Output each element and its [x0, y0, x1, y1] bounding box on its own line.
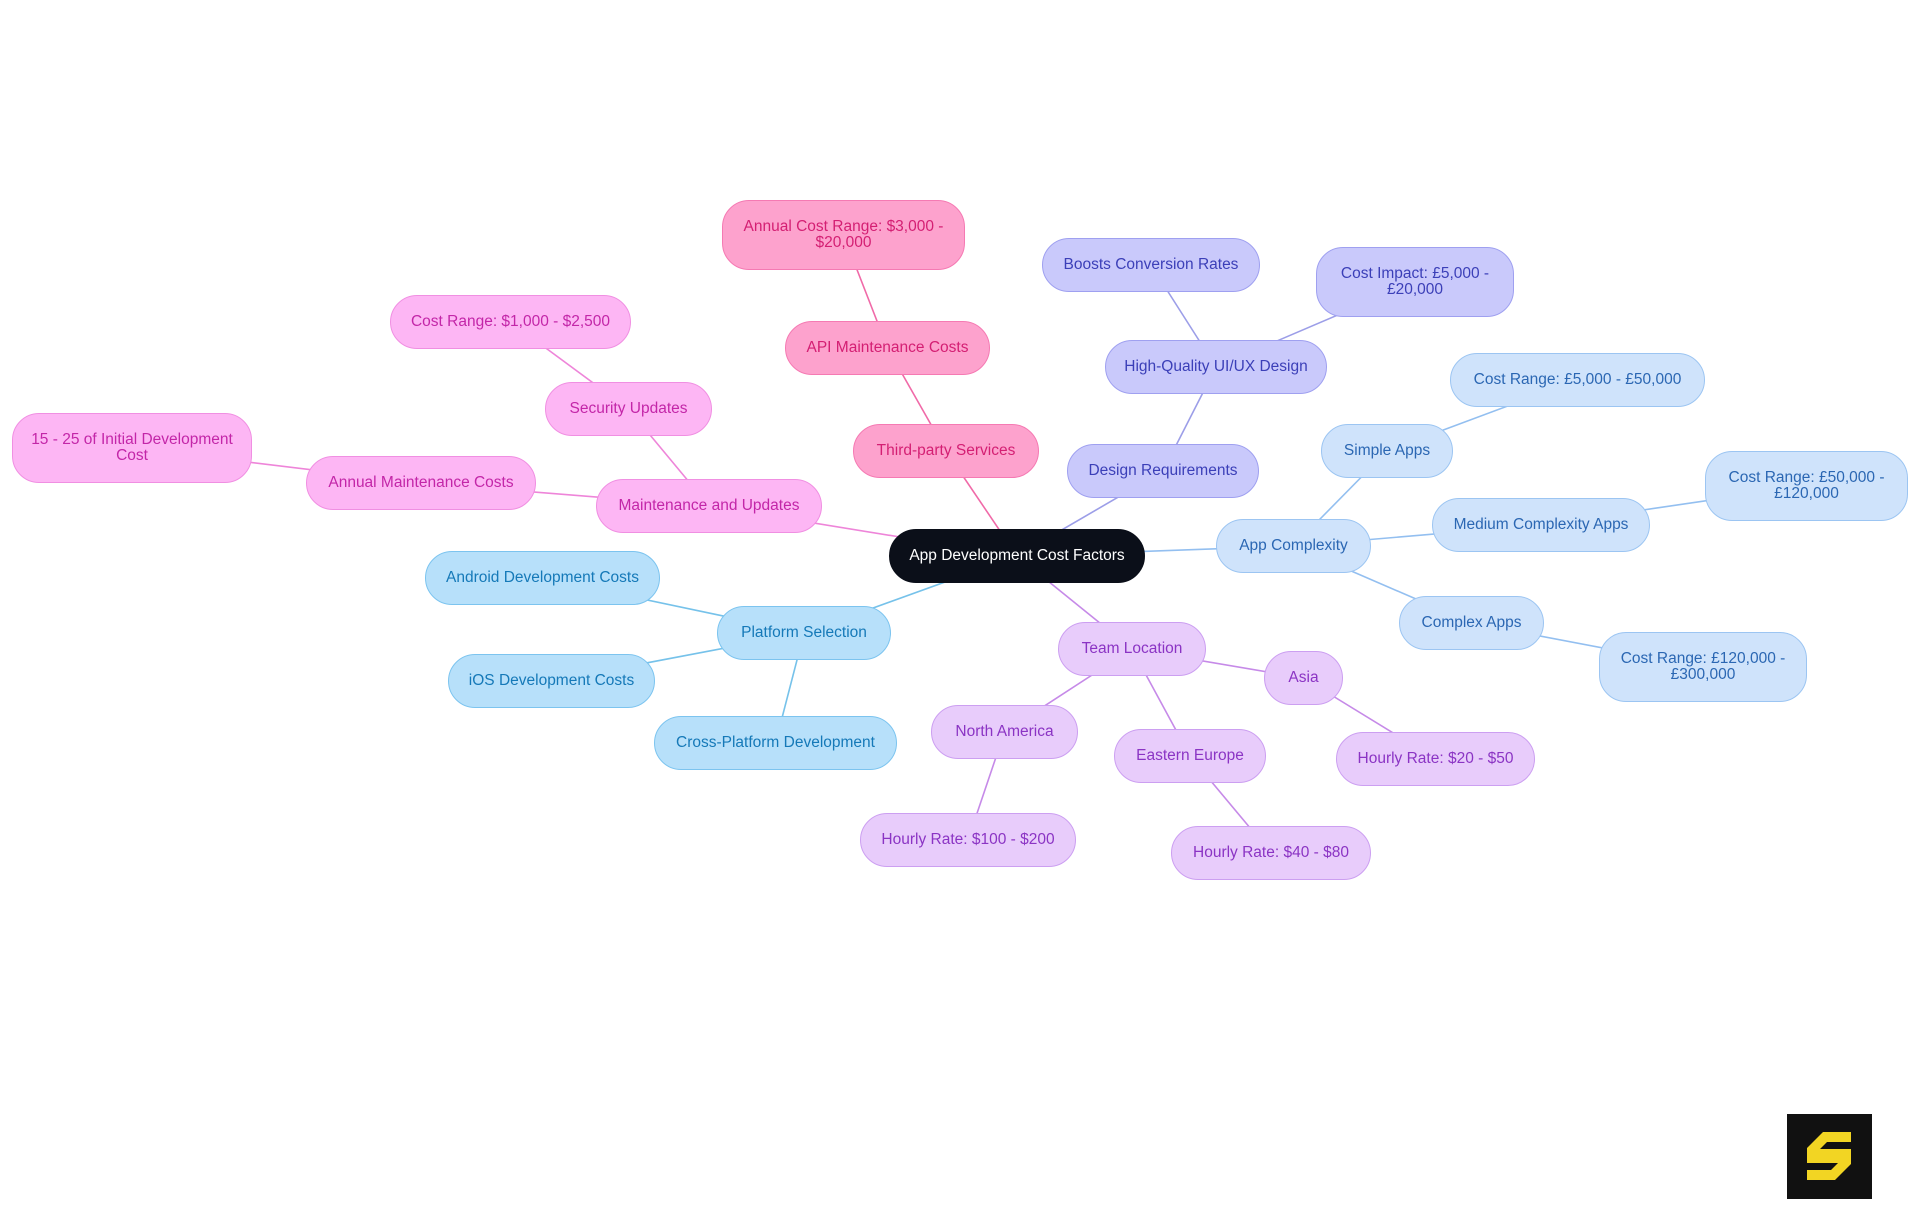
node-label: Third-party Services — [876, 442, 1016, 459]
node-label: Hourly Rate: $100 - $200 — [881, 831, 1055, 848]
s-logo-icon — [1807, 1132, 1851, 1180]
node-label: High-Quality UI/UX Design — [1124, 358, 1308, 375]
node-ios: iOS Development Costs — [448, 654, 655, 708]
node-label: Asia — [1288, 669, 1319, 686]
node-android: Android Development Costs — [425, 551, 660, 605]
node-annual: Annual Maintenance Costs — [306, 456, 536, 510]
node-cross: Cross-Platform Development — [654, 716, 897, 770]
node-complexity: App Complexity — [1216, 519, 1371, 573]
node-security: Security Updates — [545, 382, 712, 436]
node-namerica: North America — [931, 705, 1078, 759]
node-api: API Maintenance Costs — [785, 321, 990, 375]
node-label: Security Updates — [569, 400, 688, 417]
node-impact: Cost Impact: £5,000 - £20,000 — [1316, 247, 1514, 317]
node-label: Cost Impact: £5,000 - £20,000 — [1340, 265, 1490, 298]
node-eeurope: Eastern Europe — [1114, 729, 1266, 783]
node-label: Complex Apps — [1421, 614, 1522, 631]
node-security-cost: Cost Range: $1,000 - $2,500 — [390, 295, 631, 349]
node-label: iOS Development Costs — [468, 672, 635, 689]
node-eeurope-rate: Hourly Rate: $40 - $80 — [1171, 826, 1371, 880]
node-annual-pct: 15 - 25 of Initial Development Cost — [12, 413, 252, 483]
node-label: Team Location — [1081, 640, 1183, 657]
node-label: App Development Cost Factors — [909, 547, 1125, 564]
node-complex-cost: Cost Range: £120,000 - £300,000 — [1599, 632, 1807, 702]
node-label: Annual Maintenance Costs — [328, 474, 514, 491]
node-api-cost: Annual Cost Range: $3,000 - $20,000 — [722, 200, 965, 270]
node-label: Maintenance and Updates — [618, 497, 800, 514]
node-label: Cost Range: £50,000 - £120,000 — [1728, 469, 1885, 502]
node-location: Team Location — [1058, 622, 1206, 676]
node-simple-cost: Cost Range: £5,000 - £50,000 — [1450, 353, 1705, 407]
node-label: Hourly Rate: $20 - $50 — [1357, 750, 1514, 767]
node-label: App Complexity — [1239, 537, 1348, 554]
node-maintenance: Maintenance and Updates — [596, 479, 822, 533]
node-platform: Platform Selection — [717, 606, 891, 660]
node-simple: Simple Apps — [1321, 424, 1453, 478]
node-complex: Complex Apps — [1399, 596, 1544, 650]
node-label: API Maintenance Costs — [806, 339, 969, 356]
node-namerica-rate: Hourly Rate: $100 - $200 — [860, 813, 1076, 867]
node-label: Design Requirements — [1088, 462, 1238, 479]
node-label: Medium Complexity Apps — [1453, 516, 1629, 533]
node-label: North America — [955, 723, 1054, 740]
node-label: Cost Range: $1,000 - $2,500 — [410, 313, 611, 330]
node-label: 15 - 25 of Initial Development Cost — [31, 431, 233, 464]
node-asia: Asia — [1264, 651, 1343, 705]
node-boosts: Boosts Conversion Rates — [1042, 238, 1260, 292]
node-medium: Medium Complexity Apps — [1432, 498, 1650, 552]
node-medium-cost: Cost Range: £50,000 - £120,000 — [1705, 451, 1908, 521]
node-label: Boosts Conversion Rates — [1063, 256, 1239, 273]
node-label: Android Development Costs — [446, 569, 639, 586]
node-design: Design Requirements — [1067, 444, 1259, 498]
node-label: Cost Range: £120,000 - £300,000 — [1620, 650, 1786, 683]
brand-logo — [1787, 1114, 1872, 1199]
node-label: Cross-Platform Development — [676, 734, 875, 751]
node-root: App Development Cost Factors — [889, 529, 1145, 583]
node-asia-rate: Hourly Rate: $20 - $50 — [1336, 732, 1535, 786]
node-thirdparty: Third-party Services — [853, 424, 1039, 478]
node-label: Platform Selection — [741, 624, 867, 641]
node-uiux: High-Quality UI/UX Design — [1105, 340, 1327, 394]
node-label: Cost Range: £5,000 - £50,000 — [1473, 371, 1682, 388]
node-label: Eastern Europe — [1136, 747, 1244, 764]
node-label: Simple Apps — [1343, 442, 1431, 459]
node-label: Hourly Rate: $40 - $80 — [1193, 844, 1349, 861]
node-label: Annual Cost Range: $3,000 - $20,000 — [743, 218, 944, 251]
